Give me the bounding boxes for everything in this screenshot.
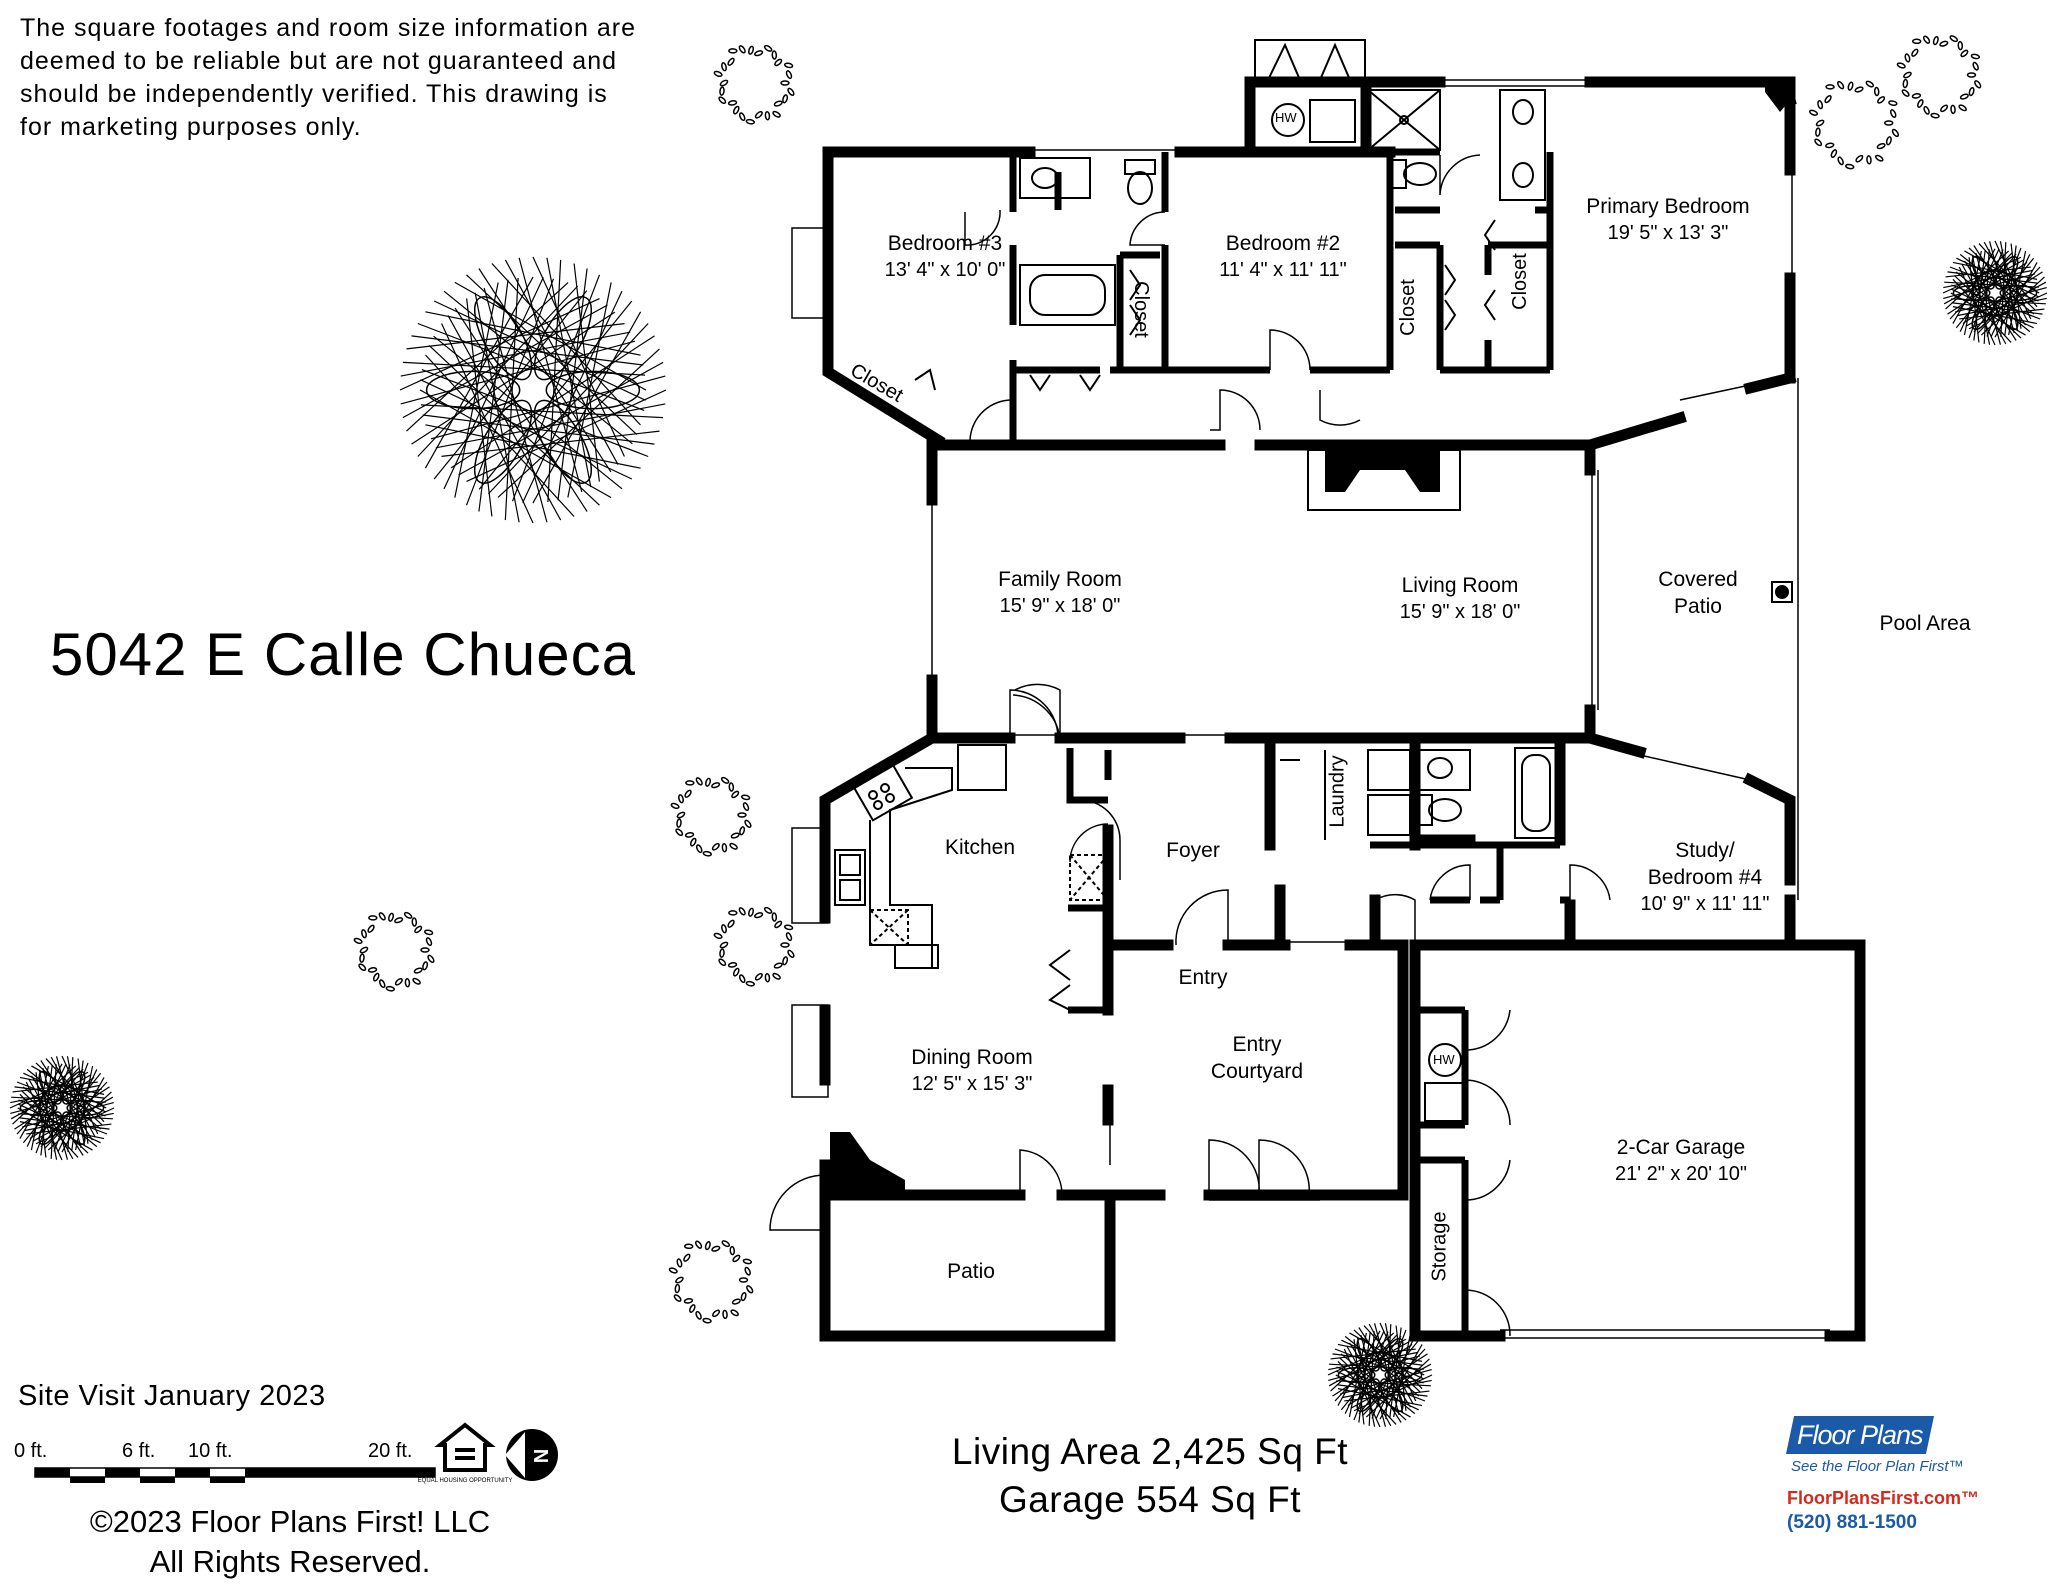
interior-walls [1009, 148, 1570, 1336]
windows [791, 79, 1830, 1339]
shrub-2 [1808, 80, 1900, 170]
room-bedroom-2: Bedroom #2 11' 4" x 11' 11" [1219, 230, 1346, 284]
shrub-7 [668, 1240, 754, 1324]
label-closet-bedroom-2: Closet [1129, 281, 1152, 338]
landscape-trees [9, 35, 2048, 1428]
room-name: Pool Area [1879, 612, 1971, 635]
equal-housing-text: EQUAL HOUSING OPPORTUNITY [418, 1478, 513, 1484]
room-name-line-2: Patio [1674, 595, 1722, 618]
room-entry-courtyard: Entry Courtyard [1211, 1031, 1303, 1085]
fixtures [834, 39, 1793, 1122]
room-patio: Patio [947, 1258, 995, 1285]
garage-area-text: Garage 554 Sq Ft [998, 1479, 1302, 1520]
label-water-heater-1: HW [1275, 110, 1297, 125]
shrub-1 [713, 44, 795, 125]
room-dining-room: Dining Room 12' 5" x 15' 3" [911, 1044, 1032, 1098]
room-name: Primary Bedroom [1586, 195, 1750, 218]
room-name: Patio [947, 1260, 995, 1283]
living-area-text: Living Area 2,425 Sq Ft [951, 1431, 1349, 1472]
room-dimensions: 15' 9" x 18' 0" [999, 595, 1121, 617]
label-storage: Storage [1428, 1211, 1451, 1282]
property-address: 5042 E Calle Chueca [50, 621, 637, 688]
scale-bar [34, 1467, 436, 1483]
copyright-line-1: ©2023 Floor Plans First! LLC [89, 1504, 491, 1539]
room-kitchen: Kitchen [945, 834, 1015, 861]
room-name: Living Room [1401, 574, 1519, 597]
room-two-car-garage: 2-Car Garage 21' 2" x 20' 10" [1615, 1134, 1747, 1188]
room-name: Bedroom #3 [887, 232, 1003, 255]
room-study-bedroom-4: Study/ Bedroom #4 10' 9" x 11' 11" [1641, 837, 1770, 918]
disclaimer-text: The square footages and room size inform… [20, 14, 636, 141]
room-family-room: Family Room 15' 9" x 18' 0" [998, 566, 1122, 620]
label-closet-primary-2: Closet [1508, 253, 1531, 310]
room-name: Entry [1178, 966, 1228, 989]
tree-left [9, 1055, 115, 1161]
room-name: Bedroom #2 [1225, 232, 1341, 255]
shrub-3 [1896, 35, 1982, 119]
label-closet-primary-1: Closet [1396, 279, 1419, 336]
shrub-6 [713, 906, 795, 987]
scale-label-10: 10 ft. [188, 1440, 233, 1462]
room-dimensions: 13' 4" x 10' 0" [884, 259, 1006, 281]
company-logo: Floor Plans First! See the Floor Plan Fi… [1785, 1410, 2025, 1540]
room-name-line-1: Entry [1232, 1033, 1282, 1056]
north-arrow-icon: N [505, 1429, 558, 1481]
room-name: Kitchen [944, 836, 1016, 859]
room-name: 2-Car Garage [1616, 1136, 1746, 1159]
shrub-4 [670, 776, 752, 857]
tree-large [399, 256, 667, 524]
room-dimensions: 21' 2" x 20' 10" [1615, 1163, 1747, 1185]
tree-bottom [1327, 1322, 1433, 1428]
area-summary: Living Area 2,425 Sq Ft Garage 554 Sq Ft [880, 1428, 1420, 1524]
room-name-line-2: Courtyard [1210, 1060, 1304, 1083]
copyright-text: ©2023 Floor Plans First! LLC All Rights … [10, 1502, 570, 1582]
room-bedroom-3: Bedroom #3 13' 4" x 10' 0" [885, 230, 1006, 284]
room-name-line-1: Study/ [1675, 839, 1735, 862]
room-entry: Entry [1178, 964, 1227, 991]
label-laundry: Laundry [1326, 755, 1349, 828]
scale-label-6: 6 ft. [122, 1440, 156, 1462]
room-pool-area: Pool Area [1879, 610, 1970, 637]
room-living-room: Living Room 15' 9" x 18' 0" [1400, 572, 1521, 626]
shrub-5 [353, 911, 435, 992]
tree-right [1942, 240, 2048, 346]
logo-phone: (520) 881-1500 [1787, 1512, 1917, 1533]
room-covered-patio: Covered Patio [1658, 566, 1737, 620]
label-water-heater-2: HW [1433, 1052, 1455, 1067]
equal-housing-icon: EQUAL HOUSING OPPORTUNITY [418, 1422, 513, 1484]
room-dimensions: 12' 5" x 15' 3" [911, 1073, 1033, 1095]
fireplace [830, 82, 1790, 1195]
room-name-line-1: Covered [1658, 568, 1738, 591]
room-dimensions: 10' 9" x 11' 11" [1640, 893, 1770, 915]
logo-name: Floor Plans First! [1797, 1420, 1984, 1450]
site-visit-text: Site Visit January 2023 [18, 1380, 326, 1412]
room-primary-bedroom: Primary Bedroom 19' 5" x 13' 3" [1586, 193, 1749, 247]
room-name-line-2: Bedroom #4 [1647, 866, 1763, 889]
room-name: Dining Room [911, 1046, 1033, 1069]
room-name: Family Room [998, 568, 1122, 591]
scale-label-20: 20 ft. [368, 1440, 413, 1462]
logo-website: FloorPlansFirst.com™ [1787, 1488, 1980, 1508]
room-dimensions: 11' 4" x 11' 11" [1219, 259, 1347, 281]
room-foyer: Foyer [1166, 837, 1220, 864]
room-name: Foyer [1166, 839, 1220, 862]
scale-label-0: 0 ft. [14, 1440, 48, 1462]
room-dimensions: 19' 5" x 13' 3" [1607, 222, 1729, 244]
door-swings [769, 154, 1611, 1337]
north-letter: N [531, 1449, 553, 1463]
logo-tagline: See the Floor Plan First™ [1791, 1458, 1964, 1475]
copyright-line-2: All Rights Reserved. [149, 1544, 431, 1579]
room-dimensions: 15' 9" x 18' 0" [1399, 601, 1521, 623]
